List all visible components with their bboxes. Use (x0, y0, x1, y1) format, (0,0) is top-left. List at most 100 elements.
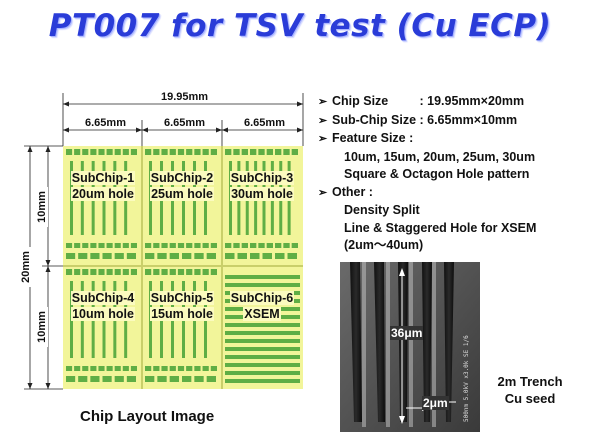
pad-pattern (291, 149, 298, 155)
pad-pattern (145, 366, 152, 371)
pad-pattern (66, 149, 73, 155)
pad-pattern (106, 243, 113, 248)
pad-pattern (82, 269, 89, 275)
pad-pattern (82, 149, 89, 155)
sem-caption-line2: Cu seed (504, 391, 556, 406)
row-height-label-2: 10mm (36, 307, 48, 347)
pad-pattern (90, 366, 97, 371)
subchip-3-name: SubChip-3 (229, 171, 295, 185)
pad-pattern (145, 149, 152, 155)
subchip-1-label: SubChip-1 20um hole (64, 170, 142, 202)
row-height-label-1: 10mm (36, 187, 48, 227)
subchip-2-desc: 25um hole (150, 187, 214, 201)
subchip-width-label-3: 6.65mm (242, 117, 287, 129)
pad-pattern (114, 243, 121, 248)
pad-pattern (169, 376, 179, 382)
pad-pattern (275, 243, 282, 248)
pad-pattern (130, 366, 137, 371)
pad-pattern (194, 269, 201, 275)
subchip-1-desc: 20um hole (71, 187, 135, 201)
pad-pattern (186, 149, 193, 155)
pad-pattern (161, 149, 168, 155)
pad-pattern (241, 243, 248, 248)
pad-pattern (145, 243, 152, 248)
pad-pattern (106, 149, 113, 155)
chip-layout-caption: Chip Layout Image (80, 408, 215, 425)
xsem-line-pattern (225, 275, 300, 279)
pad-pattern (177, 149, 185, 155)
pad-pattern (186, 366, 193, 371)
svg-text:500nm 5.0kV x3.0k SE 1/6: 500nm 5.0kV x3.0k SE 1/6 (463, 335, 470, 422)
pad-pattern (206, 376, 216, 382)
pad-pattern (66, 376, 76, 382)
pad-pattern (145, 269, 152, 275)
spec-other-xsem: Line & Staggered Hole for XSEM (344, 220, 537, 235)
pad-pattern (202, 366, 209, 371)
total-height-label: 20mm (20, 247, 32, 287)
xsem-line-pattern (225, 371, 300, 375)
sem-depth-label: 36μm (390, 326, 424, 340)
pad-pattern (287, 253, 297, 259)
pad-pattern (169, 366, 176, 371)
pad-pattern (169, 269, 176, 275)
xsem-line-pattern (225, 283, 300, 287)
xsem-line-pattern (225, 355, 300, 359)
pad-pattern (98, 269, 105, 275)
pad-pattern (258, 149, 265, 155)
pad-pattern (186, 243, 193, 248)
subchip-divider (141, 146, 143, 389)
subchip-4-label: SubChip-4 10um hole (64, 290, 142, 322)
subchip-5-desc: 15um hole (150, 307, 214, 321)
pad-pattern (90, 149, 97, 155)
pad-pattern (225, 253, 235, 259)
pad-pattern (169, 253, 179, 259)
pad-pattern (114, 269, 121, 275)
subchip-5-label: SubChip-5 15um hole (142, 290, 222, 322)
pad-pattern (169, 243, 176, 248)
pad-pattern (182, 253, 192, 259)
pad-pattern (126, 376, 136, 382)
pad-pattern (237, 253, 247, 259)
subchip-2-name: SubChip-2 (149, 171, 215, 185)
pad-pattern (258, 243, 265, 248)
pad-pattern (266, 149, 273, 155)
arrow-bullet-icon: ➢ (318, 114, 328, 127)
pad-pattern (177, 366, 185, 371)
xsem-line-pattern (225, 347, 300, 351)
pad-pattern (275, 149, 282, 155)
pad-pattern (182, 376, 192, 382)
pad-pattern (98, 243, 105, 248)
pad-pattern (225, 149, 232, 155)
pad-pattern (283, 149, 290, 155)
pad-pattern (275, 253, 285, 259)
subchip-6-desc: XSEM (243, 307, 281, 321)
subchip-6-label: SubChip-6 XSEM (222, 290, 302, 322)
pad-pattern (202, 269, 209, 275)
pad-pattern (66, 243, 73, 248)
xsem-line-pattern (225, 339, 300, 343)
pad-pattern (210, 366, 217, 371)
subchip-5-name: SubChip-5 (149, 291, 215, 305)
pad-pattern (122, 149, 129, 155)
pad-pattern (122, 243, 129, 248)
pad-pattern (153, 269, 160, 275)
spec-feature-size: ➢Feature Size : (318, 130, 598, 149)
subchip-divider (221, 146, 223, 389)
subchip-divider (63, 265, 303, 267)
pad-pattern (106, 269, 113, 275)
spec-other-density: Density Split (344, 203, 420, 217)
pad-pattern (210, 269, 217, 275)
pad-pattern (90, 243, 97, 248)
pad-pattern (153, 243, 160, 248)
pad-pattern (266, 243, 273, 248)
pad-pattern (153, 366, 160, 371)
pad-pattern (177, 269, 185, 275)
pad-pattern (157, 376, 167, 382)
pad-pattern (114, 253, 124, 259)
pad-pattern (74, 149, 81, 155)
pad-pattern (177, 243, 185, 248)
subchip-3-desc: 30um hole (230, 187, 294, 201)
pad-pattern (194, 376, 204, 382)
pad-pattern (74, 243, 81, 248)
